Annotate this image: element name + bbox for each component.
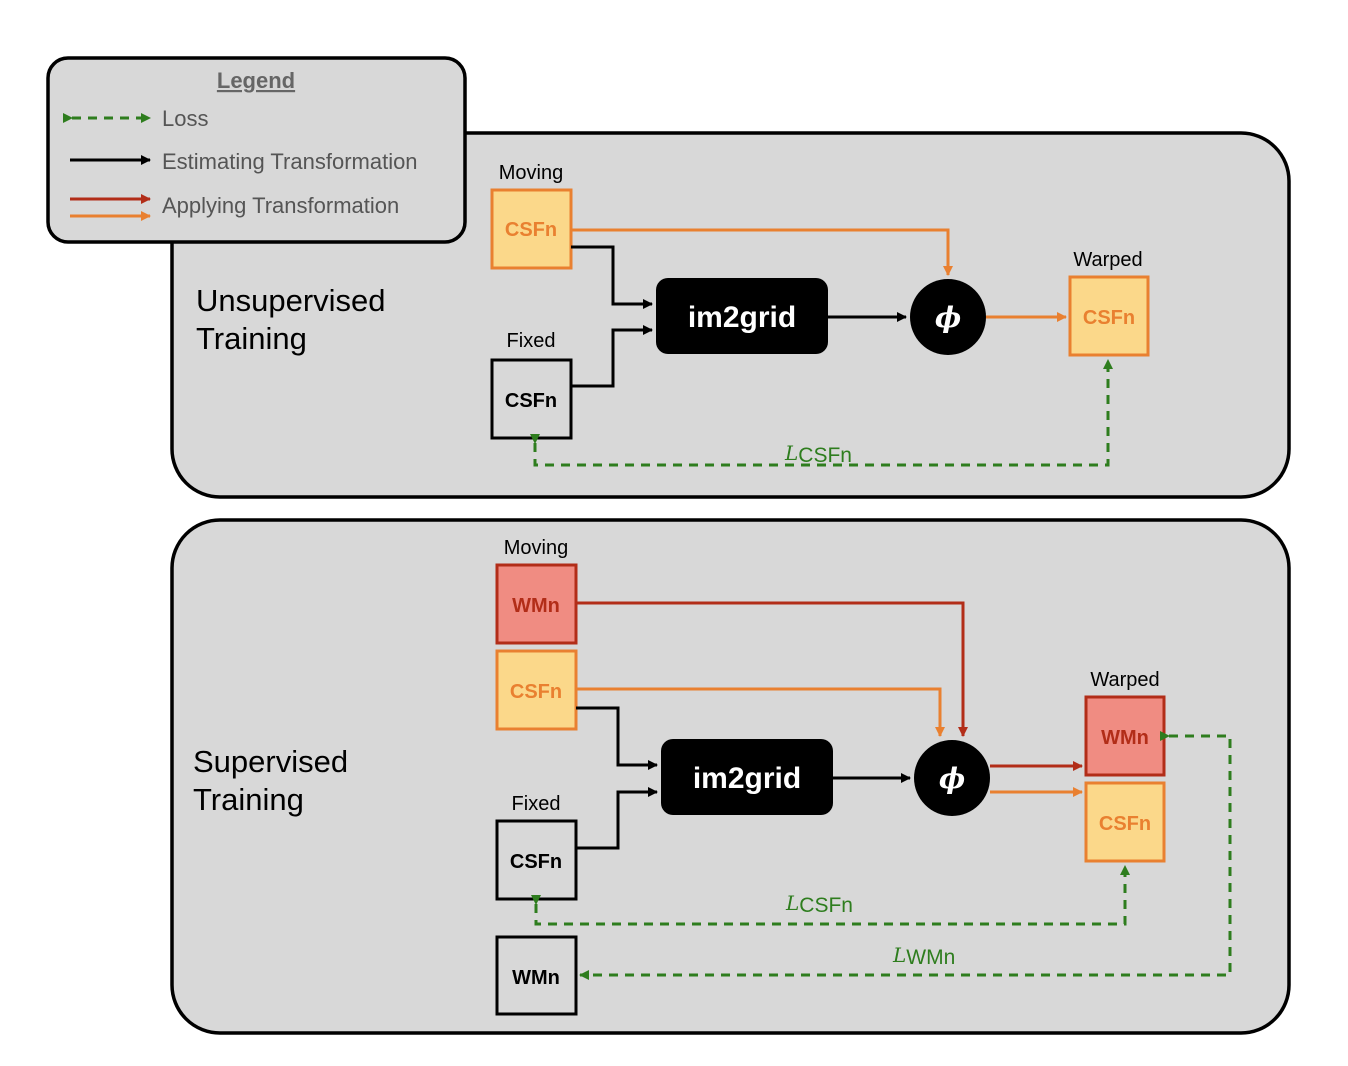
unsupervised-title-line1: Unsupervised	[196, 283, 386, 318]
supervised-moving-wm-text: WMn	[512, 595, 560, 617]
supervised-phi-text: ϕ	[939, 762, 965, 795]
supervised-fixed-label: Fixed	[512, 793, 561, 815]
legend-estimating-label: Estimating Transformation	[162, 149, 418, 174]
unsupervised-fixed-label: Fixed	[507, 330, 556, 352]
unsupervised-phi-node	[910, 279, 986, 355]
supervised-im2grid-text: im2grid	[693, 762, 801, 795]
unsupervised-moving-to-phi-arrow	[571, 228, 953, 276]
supervised-moving-wm-to-phi-arrow	[576, 601, 968, 737]
unsupervised-moving-csf-box	[490, 188, 573, 270]
supervised-moving-wm-box	[495, 563, 578, 645]
supervised-fixed-csf-text: CSFn	[510, 851, 562, 873]
supervised-moving-csf-text: CSFn	[510, 681, 562, 703]
unsupervised-moving-label: Moving	[499, 162, 563, 184]
supervised-moving-csf-to-phi-arrow	[576, 687, 945, 737]
unsupervised-im2grid-text: im2grid	[688, 301, 796, 334]
unsupervised-moving-to-im2grid-arrow	[571, 245, 653, 309]
unsupervised-loss-csf-line	[530, 359, 1113, 467]
unsupervised-loss-csf-label: LCSFn	[784, 441, 852, 467]
supervised-warped-label: Warped	[1090, 669, 1159, 691]
supervised-warped-csf-text: CSFn	[1099, 813, 1151, 835]
unsupervised-warped-label: Warped	[1073, 249, 1142, 271]
supervised-title-line2: Training	[193, 782, 304, 817]
legend-loss-label: Loss	[162, 106, 208, 131]
unsupervised-im2grid-block	[656, 278, 828, 354]
legend-panel: Legend Loss Estimating Transformation Ap…	[46, 56, 467, 244]
supervised-loss-wm-line	[579, 731, 1232, 980]
supervised-loss-csf-label: LCSFn	[785, 891, 853, 917]
supervised-panel: Supervised Training Moving WMn CSFn Fixe…	[170, 518, 1291, 1035]
supervised-fixed-wm-box	[495, 935, 578, 1016]
unsupervised-fixed-csf-text: CSFn	[505, 390, 557, 412]
unsupervised-phi-text: ϕ	[935, 301, 961, 334]
legend-applying-label: Applying Transformation	[162, 193, 399, 218]
legend-title: Legend	[217, 68, 295, 93]
supervised-warped-wm-text: WMn	[1101, 727, 1149, 749]
supervised-loss-wm-label: LWMn	[892, 943, 955, 969]
unsupervised-warped-csf-text: CSFn	[1083, 307, 1135, 329]
unsupervised-warped-csf-box	[1068, 275, 1150, 357]
supervised-title-line1: Supervised	[193, 744, 348, 779]
unsupervised-title-line2: Training	[196, 321, 307, 356]
supervised-moving-label: Moving	[504, 537, 568, 559]
unsupervised-moving-csf-text: CSFn	[505, 219, 557, 241]
legend-bg	[46, 56, 467, 244]
supervised-fixed-wm-text: WMn	[512, 967, 560, 989]
